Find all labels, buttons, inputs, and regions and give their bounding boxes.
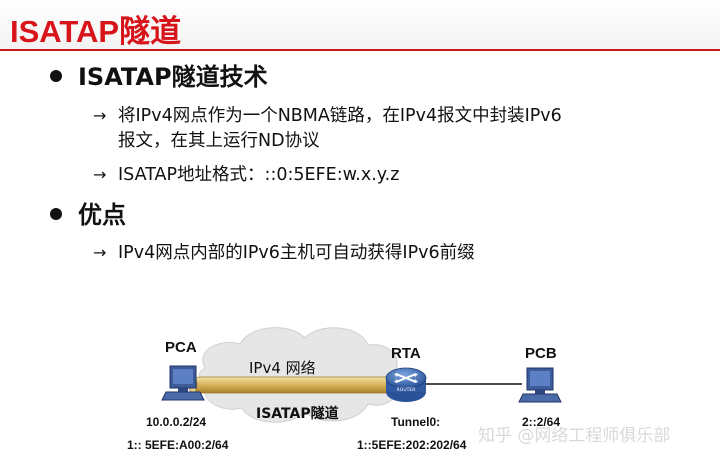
- pcb-ipv6-address: 2::2/64: [522, 415, 561, 429]
- arrow-right-icon: →: [93, 106, 107, 125]
- bullet-heading: ISATAP隧道技术: [78, 63, 268, 91]
- arrow-right-icon: →: [93, 243, 107, 262]
- rta-router-icon: ROUTER: [385, 367, 427, 402]
- bullet-dot-icon: [50, 208, 62, 220]
- pca-ipv6-address: 1:: 5EFE:A00:2/64: [127, 438, 229, 452]
- sub-item-text: IPv4网点内部的IPv6主机可自动获得IPv6前缀: [118, 243, 475, 263]
- bullet-heading: 优点: [78, 201, 126, 229]
- sub-item-text: 将IPv4网点作为一个NBMA链路，在IPv4报文中封装IPv6: [118, 106, 562, 126]
- pcb-computer-icon: [518, 367, 562, 403]
- sub-item: → 将IPv4网点作为一个NBMA链路，在IPv4报文中封装IPv6: [93, 104, 562, 128]
- pca-ipv4-address: 10.0.0.2/24: [146, 415, 207, 429]
- rta-tunnel-interface: Tunnel0:: [391, 415, 441, 429]
- rta-ipv6-address: 1::5EFE:202:202/64: [357, 438, 467, 452]
- router-label: ROUTER: [397, 387, 416, 393]
- sub-item: → ISATAP地址格式：::0:5EFE:w.x.y.z: [93, 163, 400, 187]
- arrow-right-icon: →: [93, 165, 107, 184]
- bullet-dot-icon: [50, 70, 62, 82]
- slide-title: ISATAP隧道: [10, 14, 182, 49]
- isatap-tunnel-tube: [188, 376, 395, 394]
- sub-item-text: 报文，在其上运行ND协议: [118, 131, 320, 151]
- ipv4-network-label: IPv4 网络: [249, 359, 316, 377]
- slide-header: ISATAP隧道: [0, 0, 720, 50]
- bullet-advantages: 优点: [50, 201, 126, 229]
- watermark: 知乎 @网络工程师俱乐部: [478, 426, 671, 446]
- sub-item-continuation: 报文，在其上运行ND协议: [118, 129, 320, 153]
- pca-computer-icon: [161, 365, 205, 401]
- sub-item: → IPv4网点内部的IPv6主机可自动获得IPv6前缀: [93, 241, 475, 265]
- pca-label: PCA: [165, 339, 197, 356]
- sub-item-text: ISATAP地址格式：::0:5EFE:w.x.y.z: [118, 165, 400, 185]
- rta-label: RTA: [391, 345, 421, 362]
- isatap-tunnel-label: ISATAP隧道: [256, 406, 339, 422]
- pcb-label: PCB: [525, 345, 557, 362]
- title-divider: [0, 49, 720, 51]
- bullet-isatap-tech: ISATAP隧道技术: [50, 63, 268, 91]
